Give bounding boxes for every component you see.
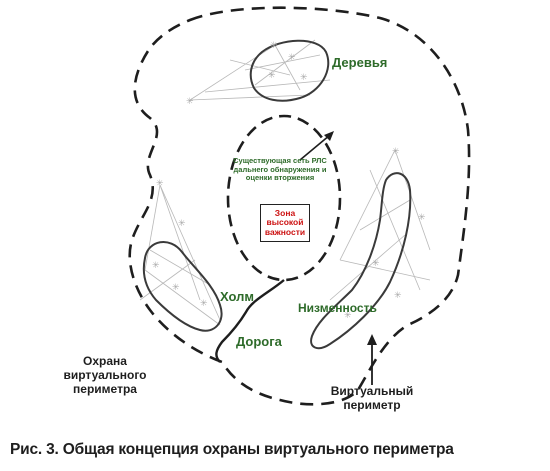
svg-text:✳: ✳	[268, 71, 276, 81]
lowland-area	[310, 172, 412, 350]
high-value-zone-label: Зона высокой важности	[264, 207, 306, 237]
svg-text:✳: ✳	[186, 97, 194, 107]
road-line	[215, 279, 285, 363]
svg-text:✳: ✳	[270, 41, 278, 51]
protected-area-outline	[226, 114, 342, 282]
diagram-canvas: ✳ ✳ ✳ ✳ ✳ ✳ ✳ ✳ ✳ ✳ ✳ ✳ ✳ ✳ ✳	[128, 6, 471, 406]
svg-text:✳: ✳	[200, 299, 208, 309]
radar-network-label: Существующая сеть РЛС дальнего обнаружен…	[233, 156, 327, 183]
trees-area	[249, 39, 330, 102]
road-label: Дорога	[236, 334, 282, 349]
lowland-sketch	[329, 149, 431, 301]
virtual-perimeter-label: Виртуальный периметр	[330, 384, 414, 412]
trees-label: Деревья	[332, 55, 388, 70]
svg-text:✳: ✳	[344, 311, 352, 321]
svg-text:✳: ✳	[156, 179, 164, 189]
perimeter-guard-label: Охрана виртуального периметра	[63, 354, 147, 396]
trees-sketch	[189, 39, 331, 101]
hill-sketch	[139, 184, 221, 326]
high-value-zone-box: Зона высокой важности	[260, 204, 310, 242]
svg-text:✳: ✳	[152, 261, 160, 271]
figure-caption: Рис. 3. Общая концепция охраны виртуальн…	[10, 441, 454, 458]
svg-text:✳: ✳	[418, 213, 426, 223]
svg-text:✳: ✳	[392, 147, 400, 157]
svg-text:✳: ✳	[372, 259, 380, 269]
svg-text:✳: ✳	[394, 291, 402, 301]
radar-arrow	[299, 134, 331, 161]
hill-area	[142, 241, 223, 332]
lowland-label: Низменность	[298, 301, 377, 315]
hill-label: Холм	[220, 289, 254, 304]
virtual-perimeter-outline	[128, 6, 471, 406]
svg-text:✳: ✳	[300, 73, 308, 83]
sensor-markers: ✳ ✳ ✳ ✳ ✳ ✳ ✳ ✳ ✳ ✳ ✳ ✳ ✳ ✳ ✳	[152, 41, 426, 321]
svg-text:✳: ✳	[178, 219, 186, 229]
svg-text:✳: ✳	[172, 283, 180, 293]
svg-text:✳: ✳	[288, 53, 296, 63]
radar-arrow-head	[324, 131, 334, 141]
perimeter-arrow-head	[367, 334, 377, 345]
